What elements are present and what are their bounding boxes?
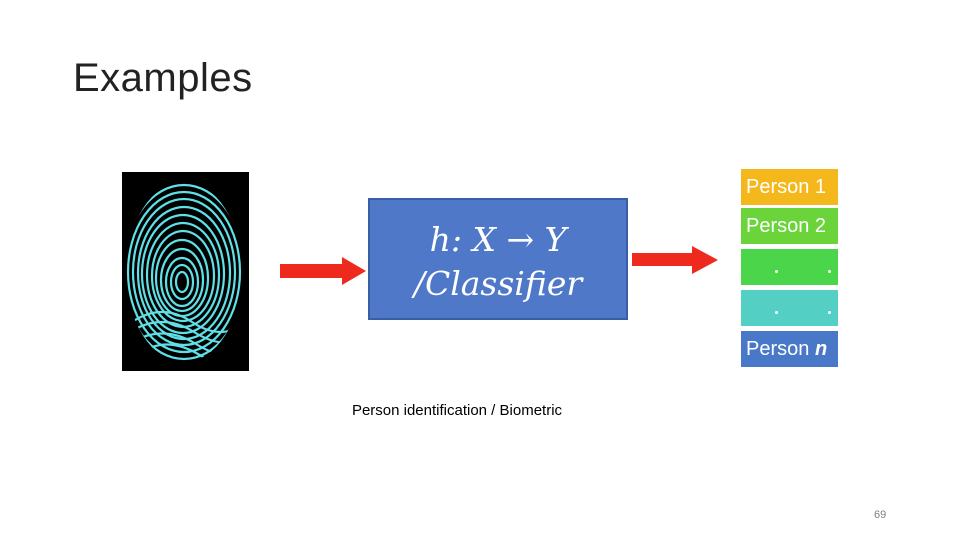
ellipsis-icon	[746, 290, 838, 326]
class-person-n: Person n	[741, 331, 838, 367]
classifier-formula: h: X → Y	[429, 220, 567, 259]
page-number: 69	[874, 509, 887, 521]
figure-caption: Person identification / Biometric	[351, 402, 563, 419]
fingerprint-icon	[126, 183, 242, 362]
ellipsis-icon	[746, 249, 838, 285]
arrow-right-icon	[280, 257, 366, 285]
class-person-n-variable: n	[814, 338, 828, 360]
class-person-2: Person 2	[741, 208, 838, 244]
class-person-1: Person 1	[741, 169, 838, 205]
classifier-box: h: X → Y /Classifier	[368, 198, 628, 320]
fingerprint-image	[122, 172, 249, 371]
slide-title: Examples	[73, 56, 253, 100]
class-ellipsis-1	[741, 249, 838, 285]
class-ellipsis-2	[741, 290, 838, 326]
class-person-n-prefix: Person	[746, 338, 815, 360]
classifier-label: /Classifier	[413, 264, 583, 303]
arrow-right-icon	[632, 246, 718, 274]
